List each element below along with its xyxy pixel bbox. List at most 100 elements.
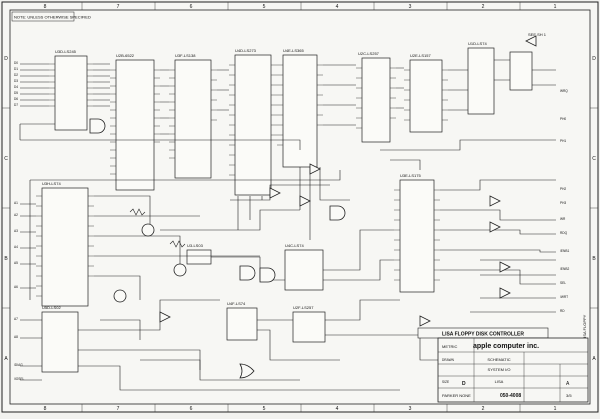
- signal-d5: D5: [14, 91, 18, 95]
- chip-label-u2e: U2E-LS157: [410, 53, 431, 58]
- col-bottom-1: 8: [44, 406, 47, 412]
- col-top-2: 7: [117, 4, 120, 10]
- chip-u4f: [226, 307, 258, 341]
- chip-label-u3h: U3H-LS74: [42, 181, 61, 186]
- chip-u2e: [409, 59, 443, 133]
- zone-labels: 8 7 6 5 4 3 2 1 8 7 6 5 4 3 2 1 D C B A …: [4, 4, 596, 412]
- chip-outlines: [41, 47, 533, 373]
- chip-u2f: [292, 311, 326, 343]
- row-right-4: A: [592, 356, 596, 362]
- signal-d1: D1: [14, 67, 18, 71]
- signal-rdq: RDQ: [560, 231, 568, 235]
- note-box: [11, 11, 75, 22]
- row-left-3: B: [4, 256, 8, 262]
- chip-label-u4e: U4E-LS365: [283, 48, 304, 53]
- col-bottom-7: 2: [482, 406, 485, 412]
- col-bottom-2: 7: [117, 406, 120, 412]
- signal-a3: A3: [14, 229, 18, 233]
- signal-wrt: /WRT: [560, 295, 568, 299]
- chip-u3f: [174, 59, 212, 179]
- buffer-7: [499, 287, 511, 299]
- drawing-title: SCHEMATIC: [487, 357, 510, 362]
- see-sheet-note: SEE SH 1: [528, 32, 547, 37]
- buffer-1: [299, 195, 311, 207]
- right-signal-labels: WRQ PH0 PH1 PH2 PH3 WR RDQ /ENB1 /ENB2 S…: [560, 89, 569, 313]
- col-top-7: 2: [482, 4, 485, 10]
- signal-ph3: PH3: [560, 201, 566, 205]
- chip-label-u2f: U2F-LS257: [293, 305, 314, 310]
- chip-label-u4d: U4D-LS273: [235, 48, 257, 53]
- buffer-8: [159, 311, 171, 323]
- system-title: SYSTEM I/O: [488, 367, 511, 372]
- metric-label: METRIC: [442, 344, 457, 349]
- row-right-3: B: [592, 256, 596, 262]
- chip-label-u4c: U4C-LS74: [285, 243, 304, 248]
- chip-label-u3d: U3D-LS245: [55, 49, 77, 54]
- title-text: LISA FLOPPY DISK CONTROLLER: [442, 332, 524, 338]
- pin-stubs: [36, 63, 448, 297]
- col-top-6: 3: [409, 4, 412, 10]
- and-gate-4: [259, 267, 276, 283]
- sheet-number: 3/5: [566, 393, 572, 398]
- signal-enb2: /ENB2: [560, 267, 569, 271]
- chip-u5d: [41, 311, 79, 373]
- title-block-grid: [438, 338, 588, 402]
- logic-gates: [89, 35, 537, 379]
- chip-ic-small: [186, 249, 212, 265]
- row-left-4: A: [4, 356, 8, 362]
- buffer-5: [489, 221, 501, 233]
- buffer-2: [309, 163, 321, 175]
- col-bottom-3: 6: [190, 406, 193, 412]
- and-gate-3: [239, 265, 256, 281]
- signal-rd: RD: [560, 309, 565, 313]
- chip-u4d: [234, 54, 272, 196]
- buffer-4: [489, 195, 501, 207]
- chip-u3ll: [509, 51, 533, 91]
- transistor-3: [113, 289, 127, 303]
- signal-ph2: PH2: [560, 187, 566, 191]
- and-gate-1: [89, 118, 106, 134]
- signal-d2: D2: [14, 73, 18, 77]
- zone-ticks: [2, 2, 598, 412]
- note-text: NOTE: UNLESS OTHERWISE SPECIFIED: [14, 15, 91, 20]
- chip-label-u1d: U1D-LS74: [468, 41, 487, 46]
- title-block: LISA FLOPPY DISK CONTROLLER METRIC apple…: [417, 327, 589, 403]
- chip-u1d: [467, 47, 495, 115]
- signal-d3: D3: [14, 79, 18, 83]
- chip-label-u3e: U3E-LS175: [400, 173, 421, 178]
- buffer-10: [525, 35, 537, 47]
- signal-enb1: /ENB1: [560, 249, 569, 253]
- signal-a7: A7: [14, 317, 18, 321]
- chip-label-small: U3-LS03: [187, 243, 204, 248]
- buffer-3: [269, 187, 281, 199]
- row-right-2: C: [592, 156, 596, 162]
- signal-a8: A8: [14, 335, 18, 339]
- company-name: apple computer inc.: [473, 343, 539, 350]
- signal-d7: D7: [14, 103, 18, 107]
- col-top-5: 4: [336, 4, 339, 10]
- signal-a2: A2: [14, 213, 18, 217]
- side-label: LISA FLOPPY: [582, 314, 587, 340]
- transistor-2: [173, 263, 187, 277]
- chip-label-u2c: U2C-LS257: [358, 51, 380, 56]
- chip-u3d: [54, 55, 88, 131]
- resistor-2: [169, 240, 186, 248]
- chip-label-u3f: U3F-LS138: [175, 53, 196, 58]
- resistor-1: [129, 208, 146, 216]
- signal-a5: A5: [14, 261, 18, 265]
- signal-ph0: PH0: [560, 117, 566, 121]
- signal-iosel: /IOSEL: [14, 377, 25, 381]
- col-bottom-5: 4: [336, 406, 339, 412]
- signal-wr: WR: [560, 217, 566, 221]
- col-bottom-4: 5: [263, 406, 266, 412]
- signal-ph1: PH1: [560, 139, 566, 143]
- row-left-1: D: [4, 56, 8, 62]
- transistor-1: [141, 223, 155, 237]
- chip-label-u5d: U5D-LS02: [42, 305, 61, 310]
- signal-d6: D6: [14, 97, 18, 101]
- chip-u3h: [41, 187, 89, 307]
- chip-label-u2b: U2B-6522: [116, 53, 135, 58]
- col-top-1: 8: [44, 4, 47, 10]
- signal-diag: /DIAG: [14, 363, 23, 367]
- drawn-label: DRAWN: [442, 358, 455, 362]
